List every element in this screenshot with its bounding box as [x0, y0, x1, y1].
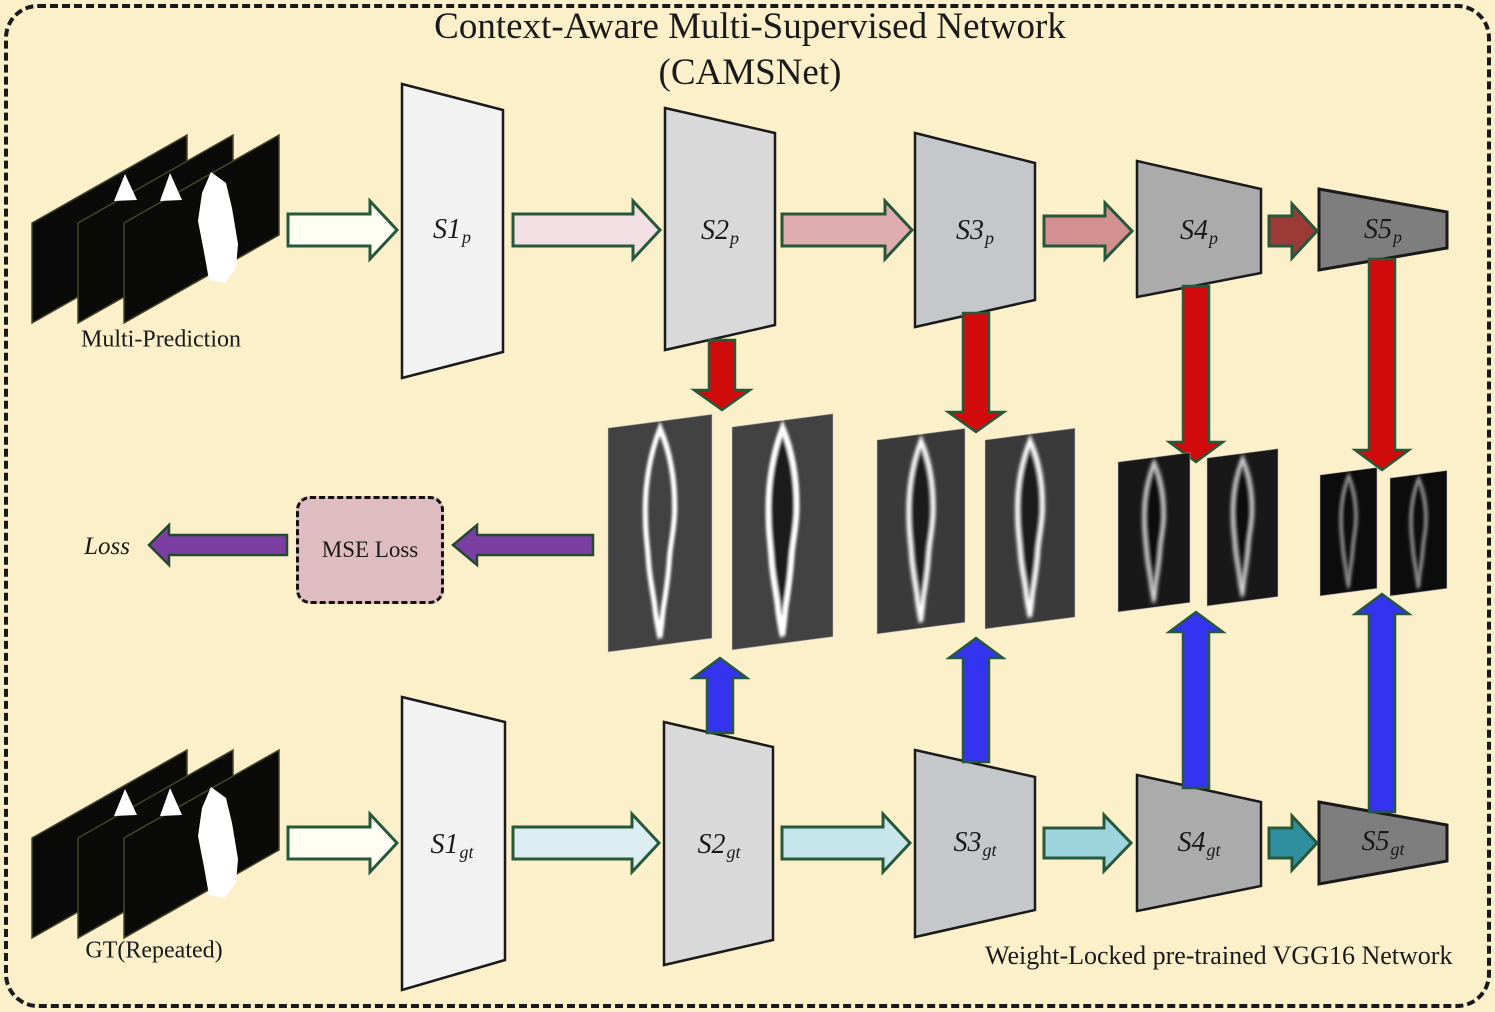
down-arrow-s2p-features: [690, 338, 754, 412]
loss-output-label: Loss: [84, 533, 130, 560]
stage-s2p-block: [663, 106, 777, 352]
gt-stack: [31, 748, 280, 940]
vgg16-footer-label: Weight-Locked pre-trained VGG16 Network: [985, 941, 1453, 970]
stage-s5p-block: [1317, 187, 1449, 272]
input-arrow-gt: [286, 810, 400, 876]
feature-map-s4-pred: [1117, 451, 1191, 613]
prediction-triangle-2: [160, 173, 182, 201]
up-arrow-s2gt-features: [689, 656, 751, 735]
gt-repeated-label: GT(Repeated): [85, 937, 223, 964]
down-arrow-s5p-features: [1351, 257, 1413, 472]
flow-arrow-s1gt-s2gt: [511, 810, 662, 876]
flow-arrow-s1p-s2p: [511, 197, 663, 263]
feature-map-s2-gt: [731, 413, 834, 651]
flow-arrow-s3p-s4p: [1042, 199, 1135, 263]
down-arrow-s4p-features: [1165, 284, 1227, 464]
arrow-mse-to-loss: [147, 521, 289, 569]
figure-title-line2: (CAMSNet): [658, 52, 842, 93]
up-arrow-s4gt-features: [1165, 610, 1227, 790]
up-arrow-s3gt-features: [945, 636, 1007, 764]
gt-blob: [198, 787, 238, 898]
input-arrow-prediction: [286, 197, 400, 263]
stage-s3p-block: [913, 131, 1037, 329]
flow-arrow-s3gt-s4gt: [1042, 811, 1134, 875]
figure-title-line1: Context-Aware Multi-Supervised Network: [434, 6, 1066, 47]
flow-arrow-s4gt-s5gt: [1267, 812, 1320, 874]
feature-map-s5-pred: [1319, 466, 1378, 597]
mse-loss-label: MSE Loss: [321, 537, 419, 562]
stage-s2gt-block: [662, 720, 775, 967]
stage-s4p-block: [1135, 159, 1263, 299]
gt-triangle-1: [114, 789, 137, 816]
feature-map-s5-gt: [1389, 469, 1448, 597]
mse-loss-box: MSE Loss: [296, 496, 444, 604]
figure-title: Context-Aware Multi-Supervised Network (…: [280, 4, 1220, 96]
flow-arrow-s2gt-s3gt: [780, 810, 913, 876]
prediction-triangle-1: [114, 174, 137, 201]
multi-prediction-label: Multi-Prediction: [81, 326, 241, 353]
feature-map-s2-pred: [607, 413, 713, 653]
flow-arrow-s4p-s5p: [1267, 200, 1320, 262]
stage-s1gt-block: [400, 695, 507, 992]
up-arrow-s5gt-features: [1351, 592, 1413, 814]
feature-map-s3-pred: [876, 427, 966, 635]
stage-s1p-block: [400, 82, 505, 380]
stage-s5gt-block: [1317, 800, 1449, 886]
multi-prediction-stack: [31, 133, 280, 325]
flow-arrow-s2p-s3p: [780, 197, 915, 263]
down-arrow-s3p-features: [944, 311, 1008, 434]
stage-s3gt-block: [913, 748, 1037, 939]
feature-map-s3-gt: [984, 427, 1076, 630]
prediction-blob: [198, 172, 238, 283]
stage-s4gt-block: [1135, 773, 1263, 913]
arrow-features-to-mse: [451, 522, 595, 568]
gt-triangle-2: [160, 788, 182, 816]
feature-map-s4-gt: [1206, 448, 1279, 607]
